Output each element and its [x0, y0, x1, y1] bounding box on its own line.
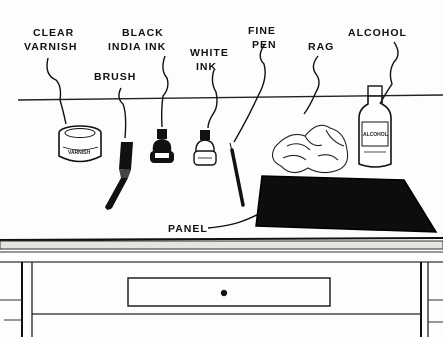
leader-black-india-ink	[162, 56, 168, 127]
leader-fine-pen	[234, 44, 265, 142]
leader-clear-varnish	[47, 58, 66, 124]
label-white-ink-1: WHITE	[190, 47, 229, 59]
label-fine-pen-1: FINE	[248, 25, 276, 37]
leader-rag	[304, 56, 319, 114]
label-rag: RAG	[308, 41, 334, 53]
label-black-india-ink-2: INDIA INK	[108, 41, 166, 53]
varnish-can: VARNISH	[59, 126, 101, 162]
drawer-knob	[221, 290, 227, 296]
leader-alcohol	[380, 42, 398, 104]
label-black-india-ink-1: BLACK	[122, 27, 164, 39]
black-india-ink-bottle	[150, 129, 174, 163]
label-panel: PANEL	[168, 223, 208, 235]
leader-white-ink	[208, 70, 217, 128]
label-brush: BRUSH	[94, 71, 136, 83]
label-white-ink-2: INK	[196, 61, 217, 73]
label-clear-varnish-1: CLEAR	[33, 27, 74, 39]
alcohol-bottle-label: ALCOHOL	[363, 132, 388, 138]
drawer	[128, 278, 330, 306]
black-panel	[256, 176, 436, 232]
alcohol-bottle: ALCOHOL	[359, 86, 391, 167]
leader-panel	[208, 212, 262, 228]
table	[0, 238, 443, 337]
fine-pen	[230, 143, 243, 205]
varnish-can-label: VARNISH	[68, 150, 91, 156]
label-clear-varnish-2: VARNISH	[24, 41, 77, 53]
rag	[273, 125, 348, 172]
brush	[105, 142, 133, 210]
leader-brush	[119, 88, 126, 138]
label-fine-pen-2: PEN	[252, 39, 277, 51]
label-alcohol: ALCOHOL	[348, 27, 407, 39]
white-ink-bottle	[194, 130, 216, 165]
